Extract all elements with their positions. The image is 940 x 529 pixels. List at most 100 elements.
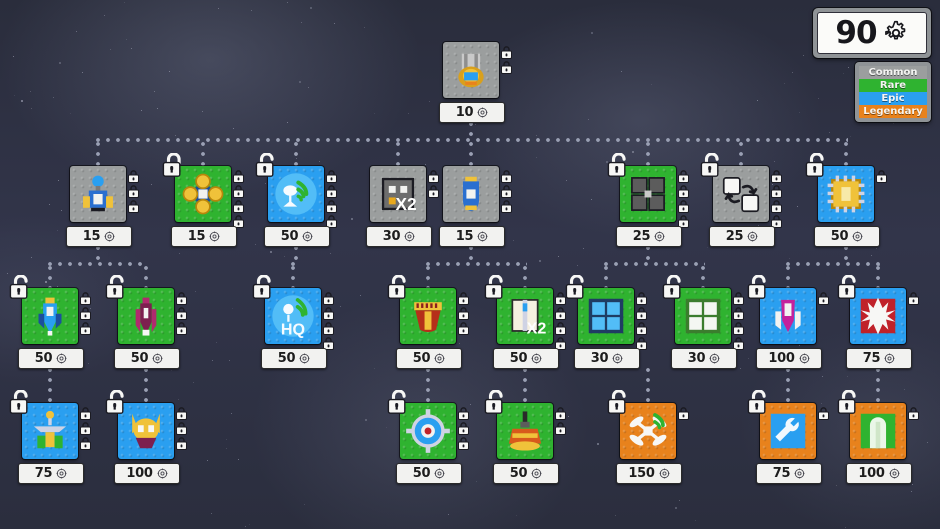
node-price[interactable]: 50: [396, 463, 462, 484]
node-padlock-badge[interactable]: [662, 274, 687, 302]
lock-icon[interactable]: [128, 170, 139, 183]
node-lock[interactable]: [80, 320, 91, 335]
unlocked-padlock-icon[interactable]: [805, 152, 830, 180]
node-lock[interactable]: [678, 213, 689, 228]
unlocked-padlock-icon[interactable]: [484, 389, 509, 417]
lock-icon[interactable]: [555, 422, 566, 435]
lock-icon[interactable]: [678, 185, 689, 198]
lock-icon[interactable]: [458, 292, 469, 305]
node-price[interactable]: 75: [756, 463, 822, 484]
lock-icon[interactable]: [428, 170, 439, 183]
node-padlock-badge[interactable]: [805, 152, 830, 180]
node-price[interactable]: 50: [261, 348, 327, 369]
node-price[interactable]: 15: [439, 226, 505, 247]
lock-icon[interactable]: [555, 322, 566, 335]
lock-icon[interactable]: [908, 292, 919, 305]
unlocked-padlock-icon[interactable]: [837, 274, 862, 302]
node-lock[interactable]: [555, 305, 566, 320]
node-lock[interactable]: [176, 320, 187, 335]
node-lock[interactable]: [678, 183, 689, 198]
node-padlock-badge[interactable]: [430, 29, 455, 56]
node-padlock-badge[interactable]: [57, 153, 82, 180]
lock-icon[interactable]: [636, 322, 647, 335]
unlocked-padlock-icon[interactable]: [105, 389, 130, 417]
node-lock[interactable]: [876, 168, 887, 183]
node-lock[interactable]: [323, 335, 334, 350]
node-lock[interactable]: [458, 420, 469, 435]
node-padlock-badge[interactable]: [484, 389, 509, 417]
node-price[interactable]: 50: [493, 463, 559, 484]
node-lock[interactable]: [733, 305, 744, 320]
node-lock[interactable]: [555, 405, 566, 420]
node-lock[interactable]: [733, 290, 744, 305]
lock-icon[interactable]: [326, 185, 337, 198]
node-lock[interactable]: [233, 213, 244, 228]
node-price[interactable]: 25: [616, 226, 682, 247]
lock-icon[interactable]: [233, 215, 244, 228]
node-price[interactable]: 100: [756, 348, 822, 369]
lock-icon[interactable]: [733, 337, 744, 350]
lock-icon[interactable]: [176, 437, 187, 450]
lock-icon[interactable]: [458, 422, 469, 435]
node-padlock-badge[interactable]: [747, 274, 772, 302]
lock-icon[interactable]: [501, 200, 512, 213]
node-price[interactable]: 15: [171, 226, 237, 247]
node-lock[interactable]: [636, 335, 647, 350]
node-lock[interactable]: [908, 405, 919, 420]
unlocked-padlock-icon[interactable]: [700, 152, 725, 180]
node-lock[interactable]: [128, 168, 139, 183]
node-price[interactable]: 100: [846, 463, 912, 484]
lock-icon[interactable]: [176, 407, 187, 420]
node-lock[interactable]: [128, 183, 139, 198]
node-lock[interactable]: [501, 44, 512, 59]
node-lock[interactable]: [771, 183, 782, 198]
node-padlock-badge[interactable]: [357, 153, 382, 180]
node-lock[interactable]: [636, 305, 647, 320]
unlocked-padlock-icon[interactable]: [662, 274, 687, 302]
locked-padlock-icon[interactable]: [162, 152, 187, 180]
node-lock[interactable]: [80, 420, 91, 435]
node-price[interactable]: 15: [66, 226, 132, 247]
node-padlock-badge[interactable]: [484, 274, 509, 302]
lock-icon[interactable]: [176, 292, 187, 305]
node-padlock-badge[interactable]: [430, 153, 455, 180]
lock-icon[interactable]: [233, 170, 244, 183]
unlocked-padlock-icon[interactable]: [9, 274, 34, 302]
node-lock[interactable]: [80, 405, 91, 420]
unlocked-padlock-icon[interactable]: [255, 152, 280, 180]
node-lock[interactable]: [233, 183, 244, 198]
lock-icon[interactable]: [733, 322, 744, 335]
node-lock[interactable]: [555, 290, 566, 305]
node-price[interactable]: 50: [493, 348, 559, 369]
node-lock[interactable]: [326, 198, 337, 213]
node-lock[interactable]: [501, 183, 512, 198]
node-padlock-badge[interactable]: [837, 274, 862, 302]
node-padlock-badge[interactable]: [162, 152, 187, 180]
node-padlock-badge[interactable]: [387, 389, 412, 417]
node-lock[interactable]: [458, 290, 469, 305]
lock-icon[interactable]: [678, 407, 689, 420]
node-lock[interactable]: [428, 183, 439, 198]
node-lock[interactable]: [771, 213, 782, 228]
lock-icon[interactable]: [458, 307, 469, 320]
lock-icon[interactable]: [128, 185, 139, 198]
lock-icon[interactable]: [326, 200, 337, 213]
node-padlock-badge[interactable]: [252, 274, 277, 302]
lock-icon[interactable]: [323, 292, 334, 305]
node-padlock-badge[interactable]: [607, 152, 632, 180]
node-lock[interactable]: [458, 405, 469, 420]
lock-icon[interactable]: [323, 322, 334, 335]
node-padlock-badge[interactable]: [9, 274, 34, 302]
unlocked-padlock-icon[interactable]: [252, 274, 277, 302]
unlocked-padlock-icon[interactable]: [387, 389, 412, 417]
node-lock[interactable]: [323, 305, 334, 320]
node-price[interactable]: 50: [114, 348, 180, 369]
node-price[interactable]: 150: [616, 463, 682, 484]
lock-icon[interactable]: [555, 407, 566, 420]
node-lock[interactable]: [128, 198, 139, 213]
lock-icon[interactable]: [128, 200, 139, 213]
lock-icon[interactable]: [818, 292, 829, 305]
lock-icon[interactable]: [771, 200, 782, 213]
unlocked-padlock-icon[interactable]: [747, 389, 772, 417]
lock-icon[interactable]: [678, 200, 689, 213]
